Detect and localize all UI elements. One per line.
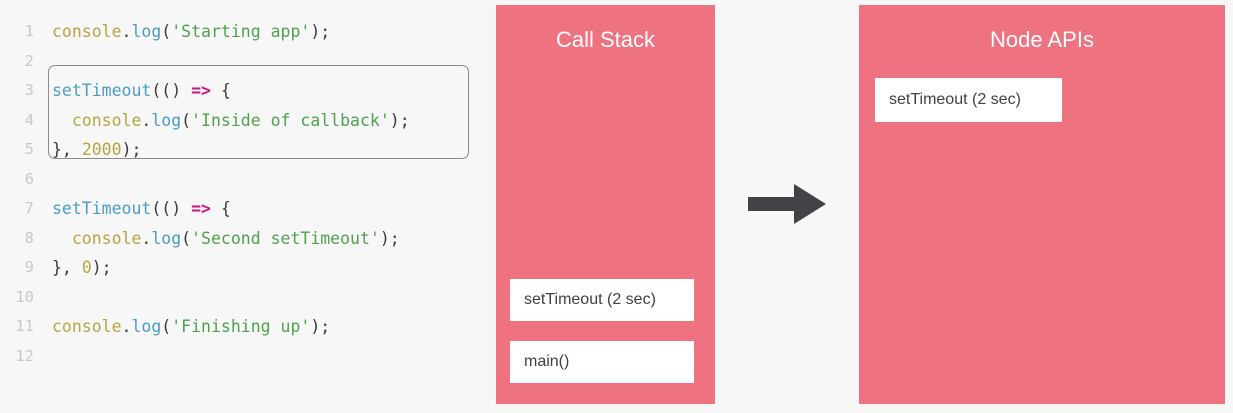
line-number: 1 — [24, 22, 34, 40]
line-number: 7 — [24, 199, 34, 217]
code-token: setTimeout — [52, 199, 152, 218]
code-line-text: console.log('Second setTimeout'); — [52, 224, 400, 254]
code-token: ( — [161, 22, 172, 41]
call-stack-title: Call Stack — [555, 27, 656, 52]
code-token: ); — [379, 228, 400, 248]
code-token: 0 — [81, 258, 92, 277]
code-token: console — [52, 317, 122, 336]
code-line-text: setTimeout(() => { — [52, 194, 231, 224]
line-number: 8 — [24, 228, 34, 247]
code-line-text: console.log('Finishing up'); — [52, 312, 330, 342]
code-line: 12 — [0, 342, 490, 372]
code-token: (() — [151, 199, 192, 218]
code-token: . — [121, 22, 132, 41]
code-token: ); — [310, 317, 331, 336]
code-line: 8 console.log('Second setTimeout'); — [0, 224, 490, 254]
line-number: 6 — [24, 169, 34, 188]
code-line-text: console.log('Starting app'); — [52, 17, 330, 47]
code-token: (() — [151, 81, 192, 100]
code-token: 'Starting app' — [171, 22, 311, 41]
code-line: 11 console.log('Finishing up'); — [0, 312, 490, 342]
node-api-item[interactable]: setTimeout (2 sec) — [875, 78, 1062, 122]
right-arrow-icon — [748, 182, 826, 226]
line-number: 2 — [24, 51, 34, 70]
code-token: => — [191, 81, 211, 100]
code-line: 2 — [0, 47, 490, 77]
call-stack-frame[interactable]: main() — [510, 341, 694, 383]
code-line: 9}, 0); — [0, 253, 490, 283]
code-token: . — [141, 110, 152, 130]
code-line-text: }, 0); — [52, 253, 112, 283]
line-number: 11 — [15, 317, 34, 335]
code-token: . — [121, 317, 132, 336]
code-token: log — [131, 317, 162, 336]
code-token: 2000 — [81, 140, 122, 159]
line-number: 3 — [24, 81, 34, 99]
code-token: log — [131, 22, 162, 41]
code-token: log — [151, 110, 182, 130]
code-token: ); — [121, 140, 142, 159]
code-token: ( — [161, 317, 172, 336]
code-token: log — [151, 228, 182, 248]
code-line-text: setTimeout(() => { — [52, 76, 231, 106]
line-number: 9 — [24, 258, 34, 276]
code-token: ( — [181, 228, 192, 248]
code-token: }, — [52, 140, 82, 159]
code-line-text: console.log('Inside of callback'); — [52, 106, 410, 136]
code-token: console — [52, 22, 122, 41]
code-token: 'Finishing up' — [171, 317, 311, 336]
code-token — [52, 229, 72, 248]
node-apis-title: Node APIs — [990, 27, 1094, 52]
code-token: ( — [181, 110, 192, 130]
code-line: 6 — [0, 165, 490, 195]
line-number: 10 — [15, 287, 34, 306]
line-number: 5 — [24, 140, 34, 158]
code-line: 4 console.log('Inside of callback'); — [0, 106, 490, 136]
right-arrow-glyph — [748, 184, 826, 224]
code-line: 3 setTimeout(() => { — [0, 76, 490, 106]
code-line: 7 setTimeout(() => { — [0, 194, 490, 224]
code-token: console — [71, 110, 142, 130]
code-token — [52, 111, 72, 130]
code-token: ); — [91, 258, 112, 277]
call-stack-panel: Call Stack setTimeout (2 sec) main() — [496, 5, 715, 404]
code-token: { — [210, 81, 231, 100]
code-token: 'Second setTimeout' — [191, 228, 380, 248]
code-token: ); — [310, 22, 331, 41]
code-token: console — [71, 228, 142, 248]
code-line: 10 — [0, 283, 490, 313]
code-line: 1 console.log('Starting app'); — [0, 17, 490, 47]
node-apis-panel: Node APIs setTimeout (2 sec) — [859, 5, 1225, 404]
code-token: . — [141, 228, 152, 248]
code-token: ); — [389, 110, 410, 130]
code-token: }, — [52, 258, 82, 277]
code-token: => — [191, 199, 211, 218]
line-number: 12 — [15, 346, 34, 365]
code-line-text: }, 2000); — [52, 135, 141, 165]
line-number: 4 — [24, 110, 34, 129]
code-token: { — [210, 199, 231, 218]
code-token: 'Inside of callback' — [191, 110, 390, 130]
call-stack-frame[interactable]: setTimeout (2 sec) — [510, 279, 694, 321]
code-line: 5}, 2000); — [0, 135, 490, 165]
code-token: setTimeout — [52, 81, 152, 100]
